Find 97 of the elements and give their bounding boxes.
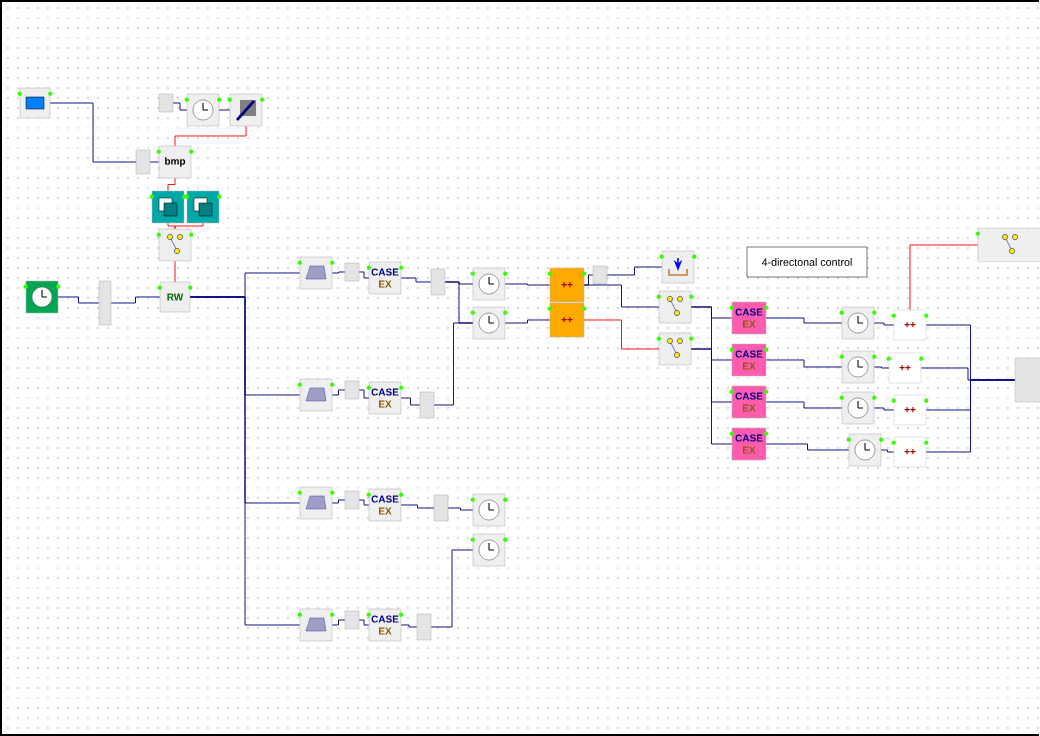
clock-block [841,391,875,425]
splitter-block [419,391,435,419]
splitter-block [1014,357,1040,403]
wire [504,283,551,286]
gem-icon-block [299,486,333,520]
clock-block [25,280,59,314]
case-block: CASE EX [368,608,402,642]
splitter-block [158,93,174,113]
wire [690,306,733,361]
wire [358,389,370,399]
splitter-block [344,610,360,630]
case-block: CASE EX [731,343,767,377]
wire [873,366,890,369]
splitter-block [344,490,360,510]
increment-block: ++ [893,309,927,341]
increment-block: ++ [893,436,927,468]
splitter-block [592,265,608,285]
splitter-block [344,262,360,282]
increment-block: ++ [549,302,585,338]
wire [358,271,370,279]
wire [430,549,474,628]
wire [447,507,474,511]
wire [583,284,660,308]
case-block: CASE EX [368,261,402,295]
case-block: CASE EX [368,488,402,522]
wire [174,125,247,147]
case-block: CASE EX [731,385,767,419]
wire [167,222,176,230]
wire [873,407,895,411]
wire [167,177,176,192]
splitter-block [98,280,112,326]
image-block [186,190,220,224]
wire [606,266,663,276]
wire [358,499,370,506]
wire [873,322,895,326]
gem-icon-block [299,256,333,290]
wire [57,296,100,304]
wire [400,397,421,406]
gem-icon-block [299,608,333,642]
wire [690,348,733,445]
pen-icon-block [229,93,263,127]
wire [189,296,301,626]
wire [909,244,979,311]
wire [400,504,435,509]
wire [174,260,176,283]
wire [172,102,188,111]
clock-block [841,350,875,384]
splitter-block [416,613,432,641]
wire [331,389,346,396]
splitter-block [135,149,151,175]
clock-block [848,433,882,467]
splitter-block [430,268,446,296]
wire [925,379,1016,453]
wire [765,359,843,368]
switch-block [158,228,192,262]
switch-block [658,290,692,324]
case-block: CASE EX [731,301,767,335]
increment-block: ++ [888,352,922,384]
wire [358,619,370,626]
clock-block [472,493,506,527]
wire [331,271,346,274]
wire [149,161,160,163]
case-block: CASE EX [731,427,767,461]
clock-block [186,93,220,127]
wire [583,319,660,350]
switch-block [977,227,1040,263]
wire [765,443,850,451]
increment-block: ++ [893,394,927,426]
wire [49,102,137,163]
bitmap-block: bmp [158,145,192,179]
wire [331,499,346,504]
wire [174,222,204,230]
splitter-block [344,380,360,400]
clock-block [472,267,506,301]
comment-box: 4-directonal control [746,246,868,278]
read-write-block: RW [159,281,191,313]
image-block [151,190,185,224]
download-block [661,250,695,284]
wire [400,624,418,628]
clock-block [472,306,506,340]
wire [433,322,474,406]
increment-block: ++ [549,267,585,303]
wire [880,449,895,453]
window-icon-block [19,87,51,119]
wire [765,401,843,409]
splitter-block [433,494,449,522]
wire [504,319,551,324]
switch-block [658,332,692,366]
wire [110,296,161,304]
clock-block [472,533,506,567]
wire [400,277,432,283]
gem-icon-block [299,378,333,412]
wire [765,317,843,324]
wire [331,619,346,626]
case-block: CASE EX [368,381,402,415]
clock-block [841,306,875,340]
wire [218,109,231,111]
